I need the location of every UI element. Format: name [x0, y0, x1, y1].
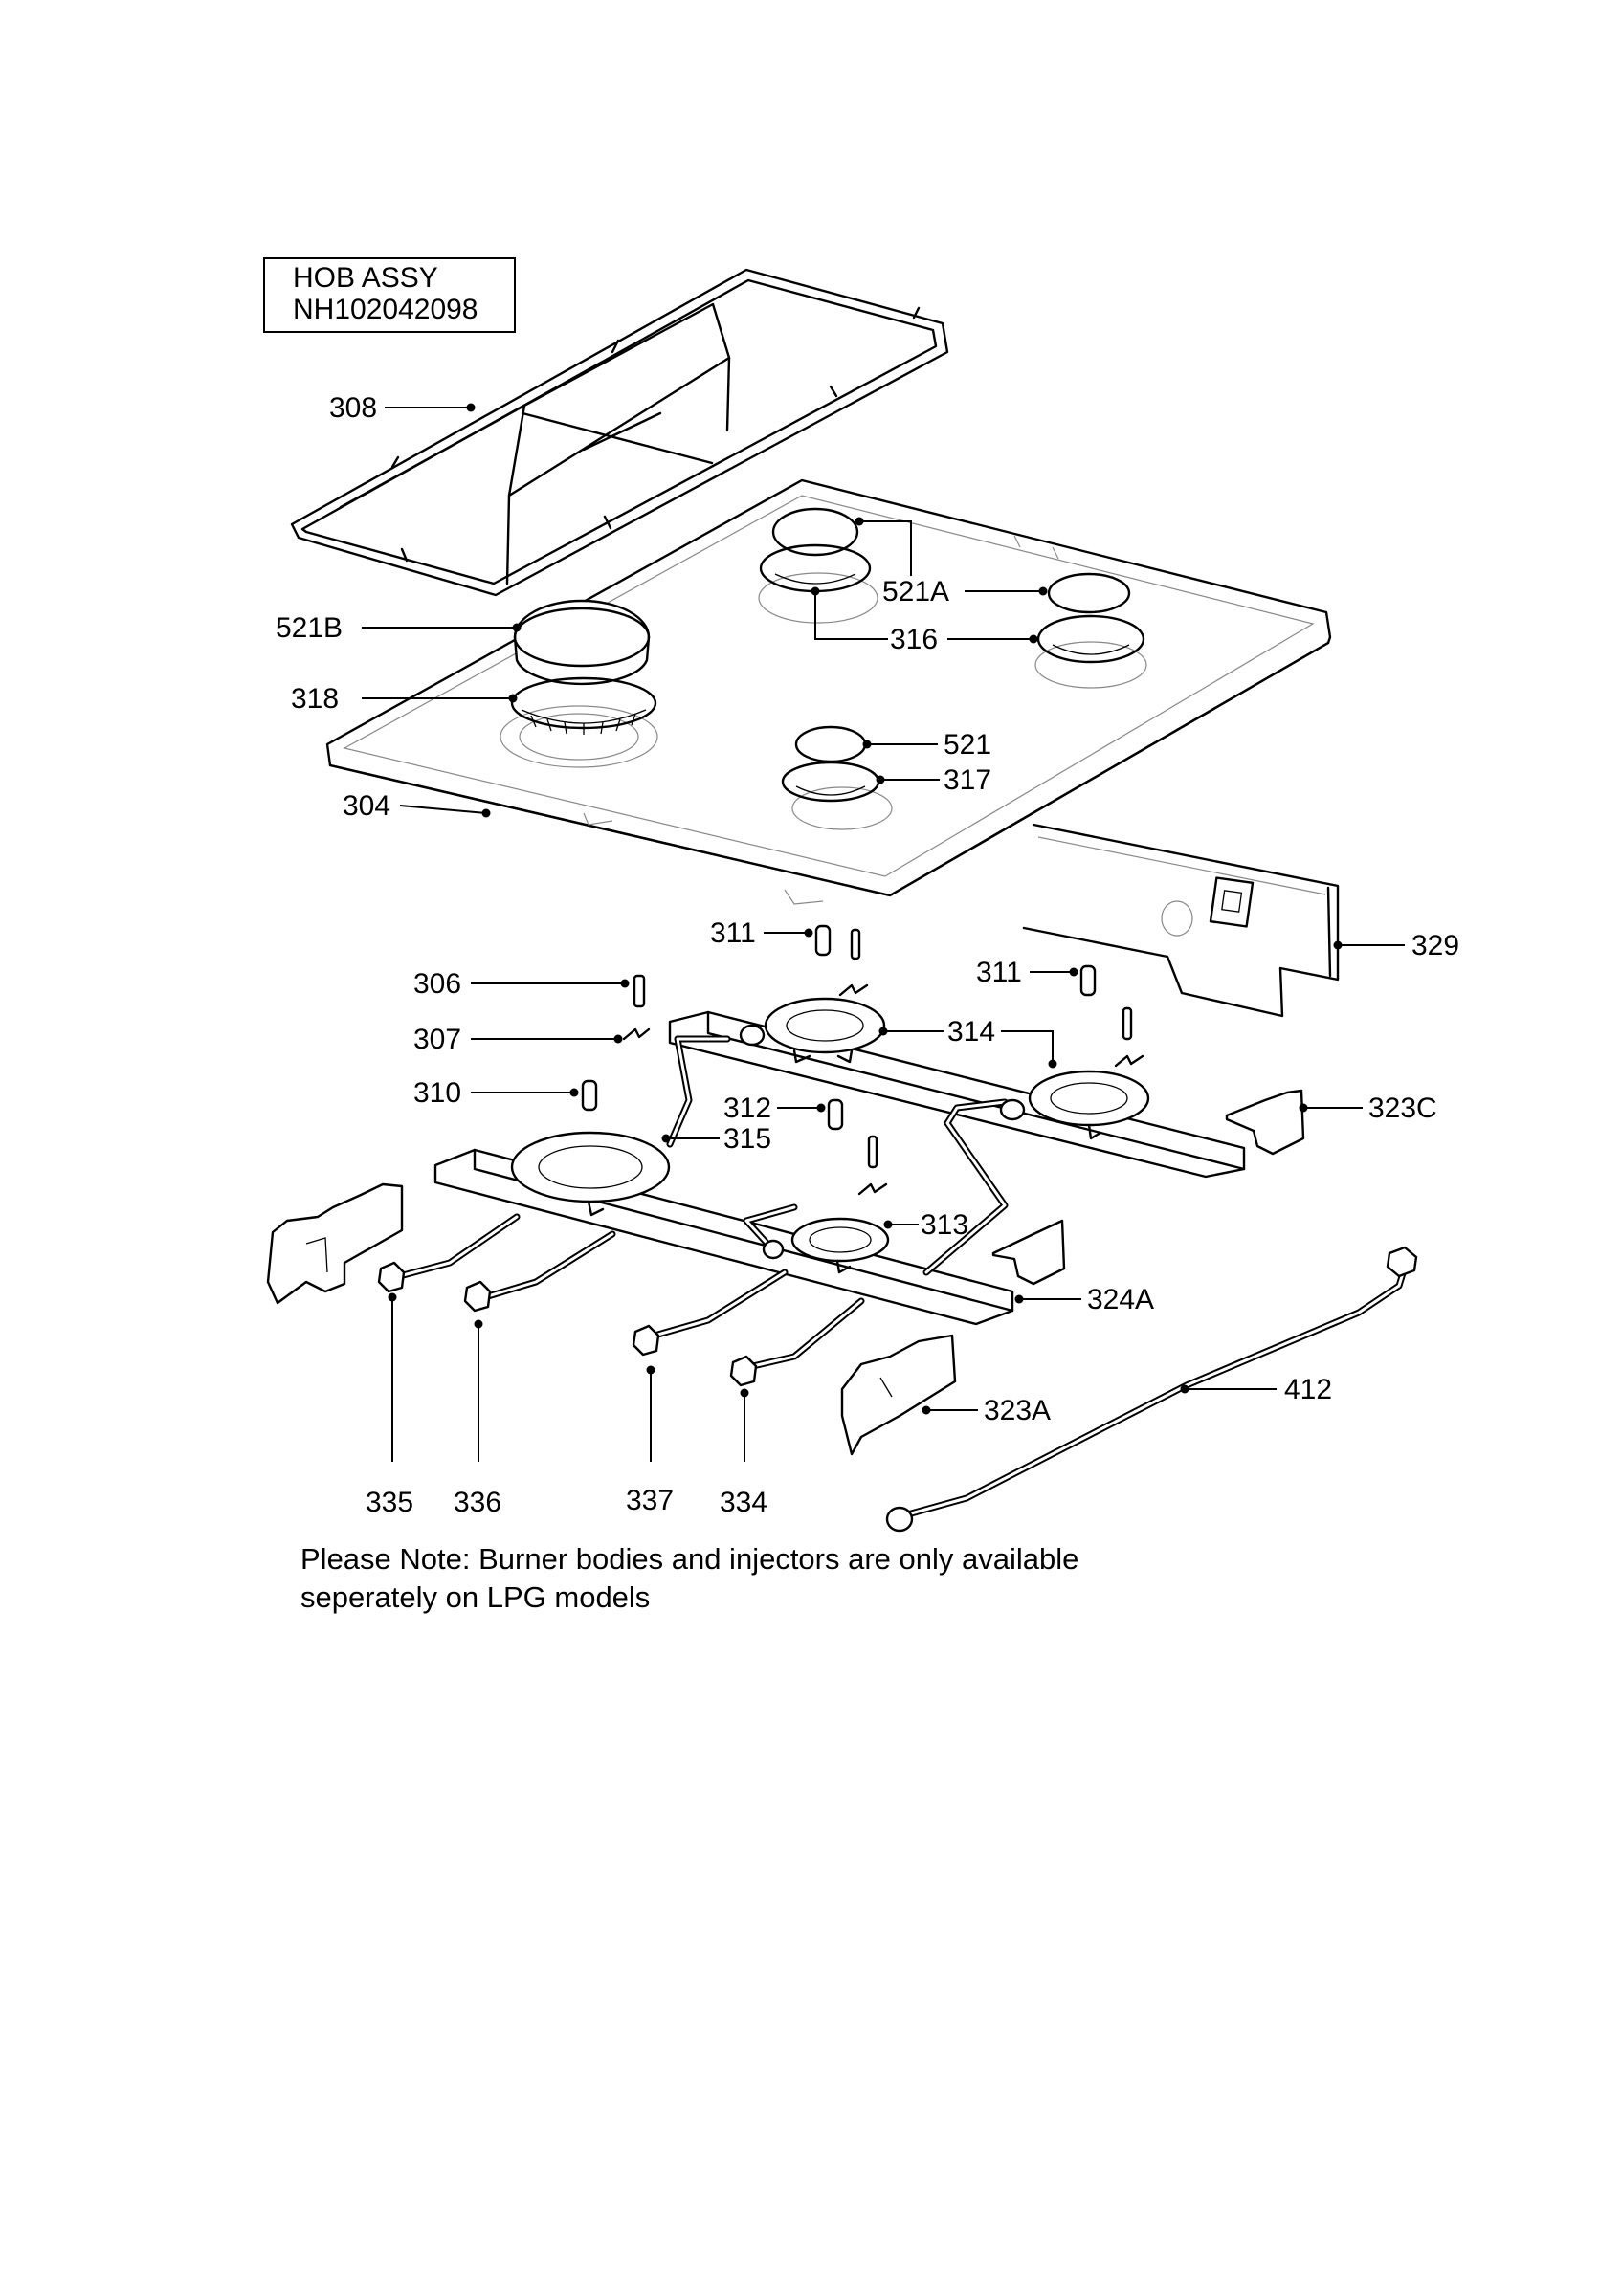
title-box: HOB ASSY NH102042098	[263, 257, 516, 333]
callout-521A: 521A	[882, 576, 949, 607]
note-line-2: seperately on LPG models	[300, 1580, 650, 1614]
callout-313: 313	[921, 1209, 968, 1241]
title-line-1: HOB ASSY	[293, 262, 438, 294]
rear-panel-329	[1022, 823, 1340, 1018]
callout-307: 307	[413, 1024, 461, 1055]
callout-335: 335	[366, 1487, 413, 1518]
callout-317: 317	[944, 764, 991, 796]
burner-head-316-right	[1036, 614, 1145, 664]
callout-311-right: 311	[976, 957, 1022, 988]
callout-323A: 323A	[984, 1395, 1051, 1426]
pan-support-308	[290, 268, 949, 597]
burner-body-315	[510, 1131, 671, 1217]
callout-329: 329	[1411, 930, 1459, 961]
spring-clip-307	[622, 1027, 651, 1041]
callout-312: 312	[723, 1093, 771, 1124]
burner-head-318	[510, 676, 657, 735]
callout-324A: 324A	[1087, 1284, 1154, 1315]
callout-521B: 521B	[276, 612, 343, 644]
callout-334: 334	[720, 1487, 767, 1518]
burner-cap-521A-left	[771, 507, 859, 557]
callout-310: 310	[413, 1077, 461, 1109]
burner-cap-521A-right	[1047, 572, 1131, 614]
callout-labels: 308 521B 318 304 521A 316 521 317 329 31…	[276, 392, 1459, 1518]
callout-304: 304	[343, 790, 390, 822]
callout-306: 306	[413, 968, 461, 1000]
pipe-nuts	[377, 1024, 1418, 1533]
callout-336: 336	[454, 1487, 501, 1518]
injector-312	[827, 1098, 888, 1196]
burner-cap-521	[794, 725, 867, 763]
callout-412: 412	[1284, 1374, 1332, 1405]
bracket-left	[266, 1182, 404, 1305]
callout-315: 315	[723, 1123, 771, 1155]
callout-323C: 323C	[1368, 1093, 1437, 1124]
note-line-1: Please Note: Burner bodies and injectors…	[300, 1542, 1078, 1576]
burner-body-314-right	[1028, 1070, 1150, 1140]
callout-521: 521	[944, 729, 991, 761]
injector-311-left	[814, 924, 869, 997]
bracket-323A	[840, 1334, 957, 1456]
callout-314: 314	[947, 1016, 995, 1048]
bracket-324-small	[991, 1219, 1066, 1286]
electrode-306	[633, 974, 646, 1008]
injector-310	[581, 1079, 598, 1112]
callout-311-left: 311	[710, 917, 756, 949]
callout-316: 316	[890, 624, 938, 655]
title-line-2: NH102042098	[293, 294, 478, 325]
callout-318: 318	[291, 683, 339, 715]
bracket-323C	[1225, 1089, 1305, 1156]
burner-cap-521B	[513, 599, 651, 686]
burner-body-313	[790, 1217, 890, 1274]
callout-308: 308	[329, 392, 377, 424]
leader-lines	[362, 403, 1405, 1462]
burner-body-314-left	[764, 997, 886, 1064]
callout-337: 337	[626, 1485, 674, 1516]
availability-note: Please Note: Burner bodies and injectors…	[300, 1542, 1078, 1614]
injector-311-right	[1079, 964, 1144, 1068]
